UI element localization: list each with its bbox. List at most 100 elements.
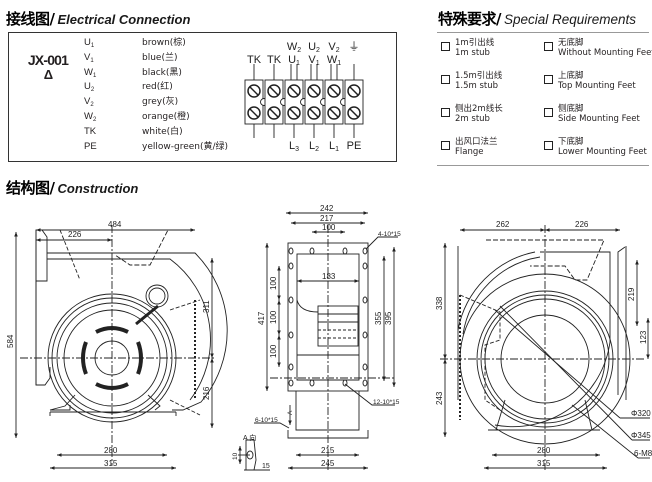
- wire-code: TK: [84, 125, 142, 142]
- dim-rear-phi345: Φ345: [631, 431, 651, 440]
- special-section-title: 特殊要求/Special Requirements: [438, 8, 636, 29]
- wire-code-sub: 1: [90, 43, 95, 49]
- dim-rear-262: 262: [496, 220, 510, 229]
- dim-side-395: 395: [384, 311, 393, 325]
- checkbox[interactable]: [544, 141, 553, 150]
- wire-color: white(白): [142, 126, 183, 137]
- electrical-connection-box: [8, 32, 397, 162]
- terminal-label-top: W2: [287, 41, 301, 54]
- special-title-en: Special Requirements: [503, 12, 637, 27]
- rear-view: [440, 225, 650, 470]
- requirement-label-en: 1.5m stub: [455, 81, 499, 91]
- dim-front-216: 216: [202, 386, 211, 400]
- dim-side-100a: 100: [269, 276, 278, 290]
- wire-row: TK white(白): [84, 125, 183, 139]
- terminal-label-bottom: L2: [309, 140, 319, 153]
- wire-code: W1: [84, 66, 142, 83]
- wire-code-main: V: [84, 51, 91, 63]
- wire-code-main: TK: [84, 125, 97, 137]
- terminal-label-top: U2: [308, 41, 320, 54]
- dim-rear-243: 243: [435, 391, 444, 405]
- requirement-label-en: Lower Mounting Feet: [558, 147, 647, 157]
- terminal: [344, 64, 364, 138]
- requirement-label-en: 2m stub: [455, 114, 490, 124]
- checkbox[interactable]: [544, 75, 553, 84]
- wire-color: blue(兰): [142, 52, 178, 63]
- construction-drawing: 484 226 584 311 216 280 315 242 217 100 …: [6, 204, 652, 471]
- requirement-label-cn: 无底脚: [558, 38, 584, 48]
- terminal-label-top: V2: [328, 41, 339, 54]
- wire-code: V1: [84, 51, 142, 68]
- construction-section-title: 结构图/Construction: [6, 177, 138, 198]
- wire-code-main: U: [84, 37, 91, 48]
- dim-side-242: 242: [320, 204, 334, 213]
- wire-code: W2: [84, 110, 142, 127]
- checkbox[interactable]: [544, 42, 553, 51]
- model-label: JX-001 Δ: [18, 52, 78, 82]
- dim-side-100b: 100: [269, 310, 278, 324]
- wire-code: U2: [84, 80, 142, 97]
- dim-front-315: 315: [104, 459, 118, 468]
- checkbox[interactable]: [441, 141, 450, 150]
- requirement-label-cn: 侧底脚: [558, 104, 584, 114]
- requirement-label-cn: 1.5m引出线: [455, 71, 503, 81]
- terminal: [264, 64, 288, 138]
- front-view: [14, 225, 228, 470]
- requirement-label-cn: 下底脚: [558, 137, 584, 147]
- wire-code: PE: [84, 140, 142, 157]
- checkbox[interactable]: [544, 108, 553, 117]
- dim-side-355: 355: [374, 311, 383, 325]
- dim-side-215: 215: [321, 446, 335, 455]
- wire-code-main: PE: [84, 140, 97, 152]
- dim-rear-315: 315: [537, 459, 551, 468]
- wire-color: yellow-green(黄/绿): [142, 141, 229, 152]
- terminal-label-top: ⏚: [349, 40, 360, 53]
- wire-row: PE yellow-green(黄/绿): [84, 140, 228, 154]
- view-a-label: A 向: [243, 433, 256, 442]
- wire-code-main: U: [84, 81, 91, 93]
- terminal-label-mid: TK: [267, 54, 282, 66]
- terminal-label-mid: TK: [247, 54, 262, 66]
- wire-code: V2: [84, 95, 142, 112]
- wire-code-main: V: [84, 96, 91, 108]
- checkbox[interactable]: [441, 108, 450, 117]
- terminal-label-mid: U1: [288, 54, 300, 67]
- wire-code-sub: 1: [90, 57, 94, 64]
- wire-code-sub: 2: [90, 87, 95, 94]
- dim-a-10: 10: [232, 452, 239, 460]
- terminal: [244, 64, 268, 138]
- dim-side-183: 183: [322, 272, 336, 281]
- dim-side-417: 417: [257, 311, 266, 325]
- dim-front-226: 226: [68, 230, 82, 239]
- terminal: [284, 64, 308, 138]
- terminal-label-bottom: PE: [347, 140, 362, 152]
- wire-code-sub: 2: [90, 102, 94, 109]
- checkbox[interactable]: [441, 42, 450, 51]
- construction-title-cn: 结构图/: [6, 179, 55, 197]
- terminal: [324, 64, 348, 138]
- special-requirements-box: [437, 32, 649, 166]
- requirement-label-en: Top Mounting Feet: [558, 81, 636, 91]
- requirement-label-en: Without Mounting Feet: [558, 48, 652, 58]
- dim-rear-123: 123: [639, 330, 648, 344]
- checkbox[interactable]: [441, 75, 450, 84]
- wire-color: orange(橙): [142, 112, 190, 122]
- dim-side-100c: 100: [269, 344, 278, 358]
